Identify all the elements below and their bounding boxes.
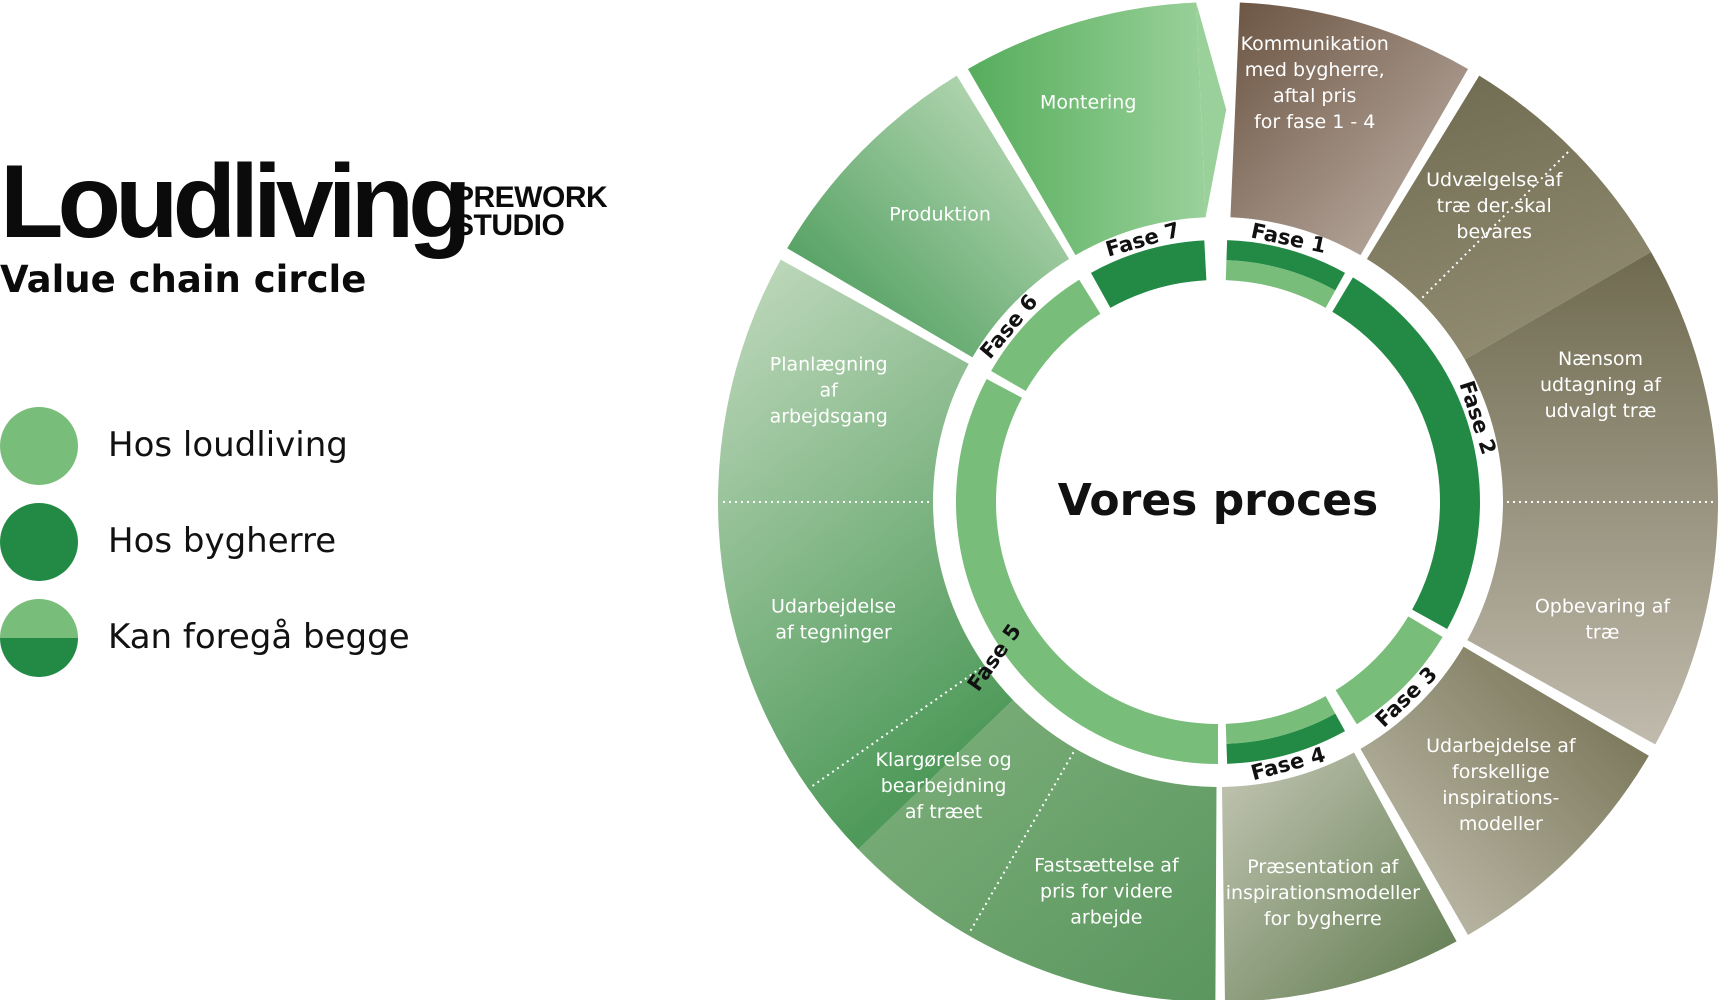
step-label: Planlægning af arbejdsgang (770, 353, 888, 427)
step-label-line: Udvælgelse af (1426, 169, 1563, 191)
step-label-line: inspirations- (1442, 787, 1559, 809)
step-label-line: med bygherre, (1245, 59, 1385, 81)
step-label-line: for fase 1 - 4 (1254, 111, 1375, 133)
step-label: Udvælgelse af træ der skal bevares (1426, 169, 1563, 243)
phase-ring-fase-1-outer (1226, 240, 1346, 291)
step-label-line: modeller (1459, 813, 1543, 835)
step-label-line: Planlægning (770, 353, 888, 375)
phase-ring-fase-4-outer (1226, 713, 1346, 764)
step-label-line: af (820, 379, 840, 401)
step-label: Nænsom udtagning af udvalgt træ (1540, 348, 1662, 422)
step-divider (811, 666, 982, 788)
phase-ring-fase-1-inner (1225, 260, 1336, 308)
step-label-line: træ der skal (1437, 195, 1552, 217)
segment-fase-2a (1366, 75, 1652, 360)
step-label-line: udtagning af (1540, 374, 1662, 396)
step-label-line: bevares (1456, 221, 1532, 243)
legend-label: Hos bygherre (108, 521, 337, 561)
legend-dot-split (0, 599, 78, 677)
step-label: Klargørelse og bearbejdning af træet (875, 749, 1011, 823)
step-label-line: Montering (1040, 92, 1136, 114)
segment-fase-2b (1464, 252, 1718, 745)
step-label-line: Kommunikation (1241, 33, 1389, 55)
phase-ring-fase-5 (956, 378, 1218, 764)
montering-arrow-tip (1196, 2, 1227, 218)
step-label-line: Opbevaring af (1535, 596, 1672, 618)
step-label: Fastsættelse af pris for videre arbejde (1034, 854, 1180, 928)
brand-sub-line1: PREWORK (454, 181, 608, 214)
page-subtitle: Value chain circle (0, 258, 367, 301)
segment-fase-7 (968, 2, 1206, 256)
phase-ring-fase-2 (1332, 277, 1480, 630)
brand-subline: PREWORK STUDIO (454, 181, 608, 242)
legend-dot-light-green (0, 407, 78, 485)
step-label-line: for bygherre (1264, 908, 1382, 930)
center-title: Vores proces (1058, 475, 1378, 526)
step-label-line: Fastsættelse af (1034, 854, 1180, 876)
step-label-line: træ (1585, 622, 1619, 644)
segment-fase-6 (787, 75, 1070, 358)
step-label-line: Udarbejdelse af (1426, 735, 1577, 757)
step-label-line: Præsentation af (1247, 856, 1399, 878)
legend-dot-dark-green (0, 503, 78, 581)
step-label: Præsentation af inspirationsmodeller for b… (1226, 856, 1420, 930)
step-label: Udarbejdelse af forskellige inspirations-m… (1426, 735, 1577, 835)
brand-wordmark: Loudliving (0, 144, 472, 260)
step-label-line: inspirationsmodeller (1226, 882, 1420, 904)
step-label-line: Udarbejdelse (771, 596, 896, 618)
brand-sub-line2: STUDIO (454, 209, 565, 242)
step-label-line: aftal pris (1273, 85, 1356, 107)
step-label-line: arbejdsgang (770, 405, 888, 427)
step-label-line: bearbejdning (881, 775, 1007, 797)
segment-fase-4 (1221, 752, 1457, 1000)
step-label-line: af træet (905, 801, 982, 823)
step-divider (1421, 150, 1570, 299)
step-label-line: forskellige (1452, 761, 1550, 783)
step-label-line: pris for videre (1040, 880, 1173, 902)
step-label: Udarbejdelse af tegninger (771, 596, 896, 644)
legend-label: Hos loudliving (108, 425, 348, 465)
segment-fase-5-bottom (858, 699, 1217, 1000)
step-label-line: af tegninger (775, 622, 892, 644)
segment-fase-3 (1360, 646, 1649, 936)
step-label: Montering (1040, 92, 1136, 114)
phase-ring-fase-3 (1335, 616, 1443, 725)
segment-fase-1 (1230, 2, 1468, 256)
legend-label: Kan foregå begge (108, 617, 410, 657)
step-label-line: Nænsom (1558, 348, 1643, 370)
step-divider (969, 751, 1075, 933)
phase-ring-fase-6 (991, 279, 1101, 391)
step-label-line: arbejde (1070, 906, 1142, 928)
phase-ring-fase-4-inner (1225, 696, 1336, 744)
step-label-line: udvalgt træ (1545, 400, 1657, 422)
step-label-line: Klargørelse og (875, 749, 1011, 771)
step-label-line: Produktion (889, 203, 991, 225)
step-label: Opbevaring af træ (1535, 596, 1672, 644)
step-label: Kommunikation med bygherre, aftal pris for … (1241, 33, 1389, 133)
step-label: Produktion (889, 203, 991, 225)
phase-ring-fase-7 (1090, 240, 1207, 308)
segment-fase-5-left (717, 259, 1013, 850)
